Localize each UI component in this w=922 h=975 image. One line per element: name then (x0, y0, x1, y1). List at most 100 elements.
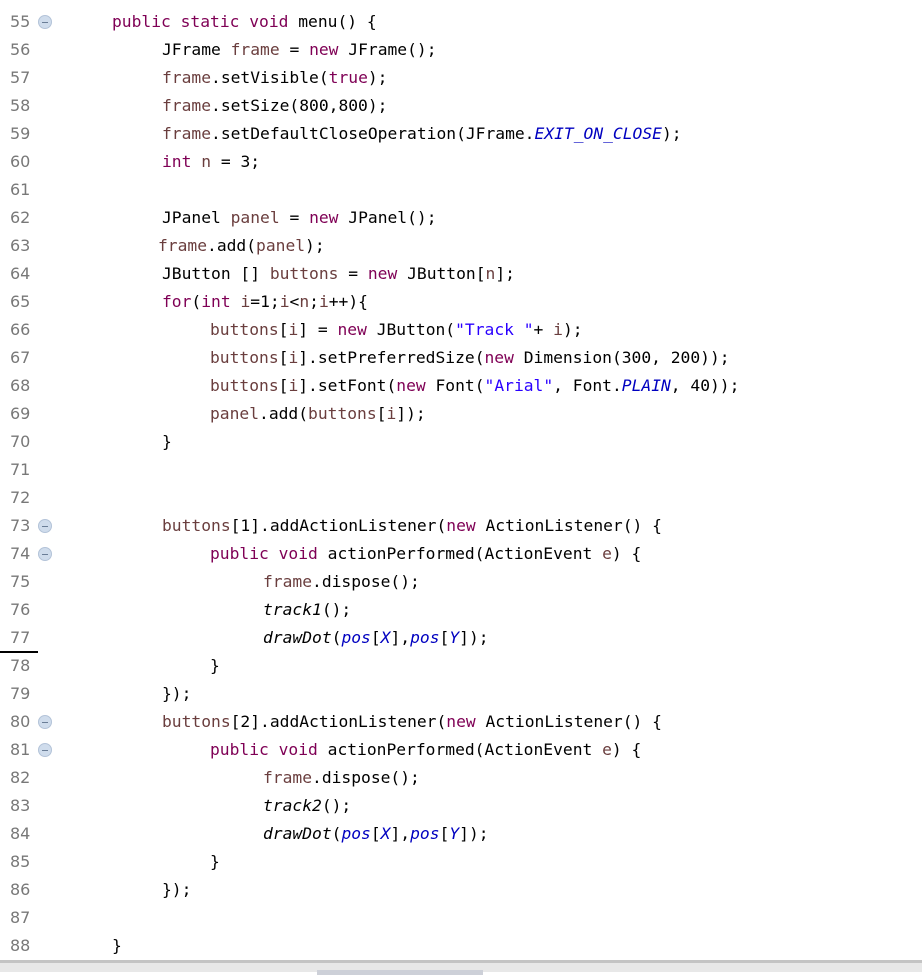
code-token: ; (309, 292, 319, 311)
line-number: 58 (10, 96, 31, 115)
code-line[interactable]: 88} (0, 932, 922, 960)
code-token: ]); (396, 404, 426, 423)
code-token: [ (376, 404, 387, 423)
code-line[interactable]: 79}); (0, 680, 922, 708)
variable-token: frame (162, 124, 212, 143)
line-number: 65 (10, 292, 31, 311)
horizontal-scrollbar[interactable] (0, 960, 922, 975)
code-token: actionPerformed(ActionEvent (327, 544, 603, 563)
code-token: }); (162, 684, 192, 703)
code-line[interactable]: 70} (0, 428, 922, 456)
variable-token: buttons (162, 712, 231, 731)
code-line[interactable]: 54 (0, 0, 922, 8)
variable-token: panel (210, 404, 260, 423)
line-number: 62 (10, 208, 31, 227)
collapse-fold-icon[interactable] (38, 743, 52, 757)
static-field-token: pos (341, 628, 371, 647)
line-number: 76 (10, 600, 31, 619)
code-token: ActionListener() { (475, 516, 662, 535)
code-text: buttons[2].addActionListener(new ActionL… (162, 708, 662, 736)
code-token: (); (321, 600, 352, 619)
code-text: frame.setSize(800,800); (162, 92, 387, 120)
collapse-fold-icon[interactable] (38, 15, 52, 29)
variable-token: buttons (210, 348, 279, 367)
static-field-token: Y (449, 824, 460, 843)
code-token: ]); (459, 824, 489, 843)
code-line[interactable]: 87 (0, 904, 922, 932)
variable-token: frame (230, 40, 280, 59)
collapse-fold-icon[interactable] (38, 547, 52, 561)
string-token: "Track " (455, 320, 534, 339)
collapse-fold-icon[interactable] (38, 519, 52, 533)
code-line[interactable]: 78} (0, 652, 922, 680)
line-number: 73 (10, 516, 31, 535)
code-line[interactable]: 72 (0, 484, 922, 512)
code-token: = 3; (211, 152, 261, 171)
code-token: ]; (495, 264, 515, 283)
code-text: drawDot(pos[X],pos[Y]); (263, 820, 489, 848)
variable-token: i (288, 376, 299, 395)
code-line[interactable]: 58 frame.setSize(800,800); (0, 92, 922, 120)
line-number: 57 (10, 68, 31, 87)
code-token: Font( (425, 376, 485, 395)
code-line[interactable]: 61 (0, 176, 922, 204)
variable-token: frame (158, 236, 208, 255)
code-token: .add( (207, 236, 257, 255)
code-token: =1; (250, 292, 280, 311)
code-text: } (162, 428, 172, 456)
line-number: 85 (10, 852, 31, 871)
variable-token: e (602, 740, 612, 759)
variable-token: panel (230, 208, 280, 227)
current-line-marker (0, 651, 38, 653)
static-method-token: drawDot (263, 824, 332, 843)
code-line[interactable]: 86}); (0, 876, 922, 904)
variable-token: n (299, 292, 310, 311)
line-number: 61 (10, 180, 31, 199)
code-token: JPanel(); (338, 208, 437, 227)
line-number: 74 (10, 544, 31, 563)
code-token: ); (367, 68, 388, 87)
code-token: (); (321, 796, 352, 815)
code-token: ]); (459, 628, 489, 647)
variable-token: frame (162, 68, 212, 87)
code-token: ] = (298, 320, 338, 339)
static-field-token: EXIT_ON_CLOSE (534, 124, 662, 143)
code-text: }); (162, 680, 191, 708)
variable-token: i (288, 320, 299, 339)
code-token: = (279, 40, 310, 59)
variable-token: buttons (269, 264, 339, 283)
line-number: 64 (10, 264, 31, 283)
code-token: ); (305, 236, 325, 255)
code-token: [ (278, 320, 289, 339)
horizontal-scrollbar-thumb[interactable] (317, 970, 483, 975)
code-token: ], (390, 628, 411, 647)
collapse-fold-icon[interactable] (38, 715, 52, 729)
line-number: 59 (10, 124, 31, 143)
code-line[interactable]: 85} (0, 848, 922, 876)
code-line[interactable]: 71 (0, 456, 922, 484)
